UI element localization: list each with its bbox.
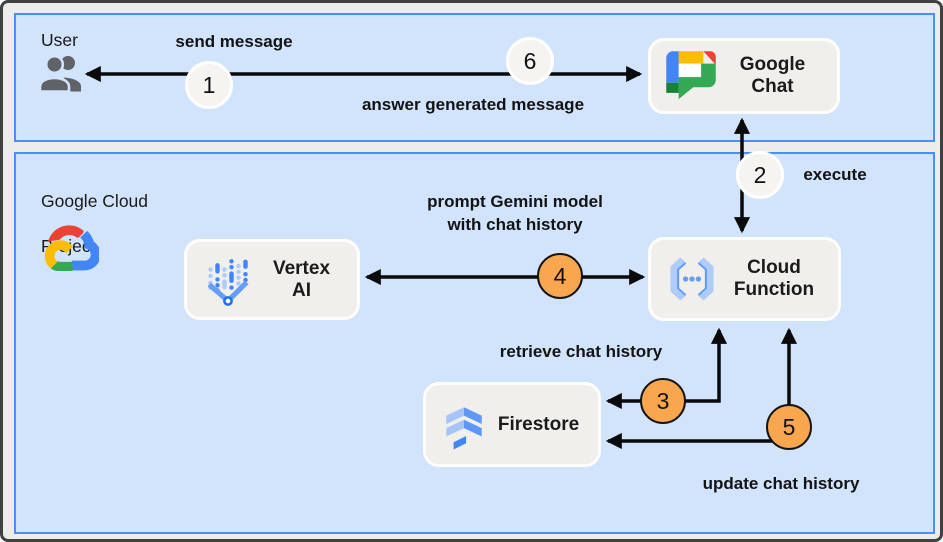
node-vertex-ai-label: Vertex AI — [272, 257, 331, 301]
node-vertex-ai: Vertex AI — [184, 239, 360, 320]
step-circle-1: 1 — [185, 61, 233, 109]
people-icon — [39, 54, 81, 93]
prompt-gemini-label-line1: prompt Gemini model — [427, 192, 603, 211]
step-circle-3: 3 — [640, 378, 686, 424]
step-circle-4: 4 — [537, 253, 583, 299]
google-cloud-logo — [44, 225, 99, 271]
google-chat-icon — [666, 51, 716, 100]
send-message-label: send message — [175, 32, 293, 51]
node-firestore-label: Firestore — [497, 413, 580, 435]
update-chat-history-label: update chat history — [702, 474, 860, 493]
node-google-chat-label: Google Chat — [739, 54, 806, 97]
step-circle-5: 5 — [766, 404, 812, 450]
vertex-ai-icon — [207, 258, 249, 306]
node-cloud-function: Cloud Function — [648, 237, 841, 321]
execute-label: execute — [803, 165, 867, 184]
prompt-gemini-label-line2: with chat history — [447, 215, 583, 234]
retrieve-chat-history-label: retrieve chat history — [499, 342, 663, 361]
node-firestore: Firestore — [423, 382, 601, 467]
cloud-functions-icon — [670, 257, 714, 301]
prompt-gemini-label: prompt Gemini model with chat history — [427, 190, 603, 236]
user-zone-label: User — [41, 30, 78, 50]
gcp-zone-label-line1: Google Cloud — [41, 190, 149, 211]
firestore-icon — [446, 406, 482, 449]
step-circle-6: 6 — [506, 37, 554, 85]
step-circle-2: 2 — [736, 151, 784, 199]
node-cloud-function-label: Cloud Function — [733, 257, 815, 300]
node-google-chat: Google Chat — [648, 38, 840, 114]
answer-generated-message-label: answer generated message — [361, 95, 585, 114]
